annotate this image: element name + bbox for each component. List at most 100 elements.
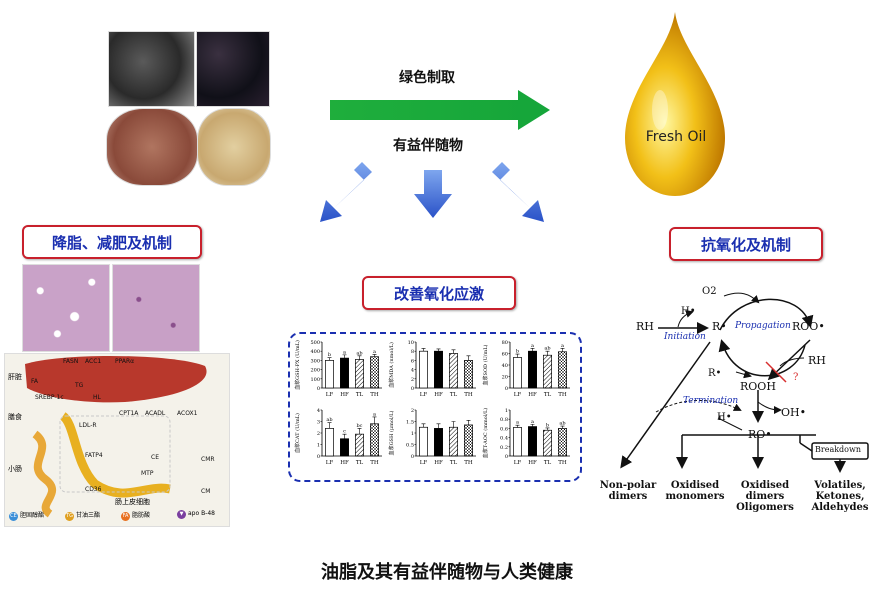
significance-letter: a [373, 349, 376, 355]
error-bar [342, 433, 347, 439]
bar [528, 350, 537, 389]
x-tick-label: TL [544, 392, 552, 398]
x-tick-label: LF [326, 392, 334, 398]
x-tick-label: TL [544, 460, 552, 466]
green-arrow [330, 90, 550, 130]
y-tick-label: 0.6 [500, 426, 508, 432]
y-tick-label: 0 [317, 454, 320, 460]
bar [528, 426, 537, 457]
breakdown-label: Breakdown [815, 445, 861, 454]
oxidation-mechanism [620, 292, 869, 473]
y-axis-label: 血浆SOD (U/mL) [482, 344, 489, 385]
rooh-label: ROOH [740, 380, 776, 393]
error-bar [421, 348, 426, 352]
error-bar [451, 349, 456, 354]
liver-diagram-label: ACADL [145, 410, 166, 417]
bar [513, 357, 522, 389]
error-bar [436, 423, 441, 429]
bar [449, 426, 458, 457]
error-bar [421, 423, 426, 428]
x-tick-label: TH [464, 392, 473, 398]
y-tick-label: 500 [310, 340, 320, 346]
significance-letter: ab [544, 346, 550, 352]
significance-letter: a [373, 411, 376, 417]
y-tick-label: 1 [505, 408, 508, 414]
bar [370, 423, 379, 457]
bar-chart-6: 血浆T-AOC (mmol/L)00.20.40.60.81aLFaHFbTLa… [482, 408, 570, 466]
o2-label: O2 [702, 286, 717, 297]
x-tick-label: HF [434, 392, 443, 398]
y-tick-label: 2 [317, 431, 320, 437]
bar [419, 426, 428, 457]
x-tick-label: HF [528, 460, 537, 466]
significance-letter: a [516, 420, 519, 426]
y-tick-label: 60 [502, 352, 508, 358]
bar-chart-1: 血浆GSH-PX (U/mL)0100200300400500bLFaHFabT… [294, 340, 382, 398]
liver-diagram-label: CE [151, 454, 159, 461]
error-bar [372, 354, 377, 357]
liver-diagram-label: CMR [201, 456, 215, 463]
y-axis-label: 血浆GSH (μmol/L) [388, 411, 395, 456]
bar [558, 351, 567, 389]
bar [543, 354, 552, 389]
y-tick-label: 40 [502, 363, 508, 369]
bar [558, 428, 567, 457]
liver-legend-item: ▼apo B-48 [177, 510, 215, 519]
bar [340, 357, 349, 389]
significance-letter: a [531, 419, 534, 425]
y-tick-label: 1 [317, 443, 320, 449]
x-tick-label: TL [450, 392, 458, 398]
liver-diagram-label: HL [93, 394, 101, 401]
oil-drop [625, 12, 725, 196]
bar [355, 359, 364, 389]
x-tick-label: TH [558, 392, 567, 398]
y-axis-label: 血浆MDA (nmol/L) [388, 342, 395, 388]
oxidative-stress-tag: 改善氧化应激 [362, 276, 516, 310]
y-tick-label: 200 [310, 368, 320, 374]
bar [340, 438, 349, 457]
x-tick-label: TL [450, 460, 458, 466]
liver-diagram-label: FATP4 [85, 452, 103, 459]
bar [543, 429, 552, 457]
x-tick-label: HF [528, 392, 537, 398]
y-axis-label: 血浆GSH-PX (U/mL) [294, 340, 301, 390]
x-tick-label: TH [370, 460, 379, 466]
y-tick-label: 0 [505, 386, 508, 392]
ro-dot-label: RO• [748, 428, 772, 441]
beneficial-companion-label: 有益伴随物 [393, 138, 463, 154]
error-bar [560, 425, 565, 429]
liver-diagram-label: FASN [63, 358, 79, 365]
liver-diagram-label: TG [75, 382, 84, 389]
intestine-label: 小肠 [8, 465, 22, 473]
initiation-label: Initiation [664, 332, 706, 342]
intake-label: 膳食 [8, 413, 22, 421]
error-bar [530, 348, 535, 352]
y-tick-label: 10 [408, 340, 414, 346]
propagation-label: Propagation [735, 321, 791, 331]
y-tick-label: 4 [317, 408, 320, 414]
bar [325, 360, 334, 389]
y-tick-label: 0.8 [500, 417, 508, 423]
y-tick-label: 3 [317, 420, 320, 426]
bar [419, 350, 428, 389]
y-tick-label: 20 [502, 375, 508, 381]
x-tick-label: LF [514, 460, 522, 466]
blue-arrow-left [320, 162, 372, 222]
significance-letter: b [516, 349, 519, 355]
y-tick-label: 0.5 [406, 443, 414, 449]
significance-letter: ab [559, 421, 565, 427]
enterocyte-label: 肠上皮细胞 [115, 498, 150, 506]
termination-label: Termination [683, 396, 739, 406]
black-seed-photo [196, 31, 270, 107]
significance-letter: a [343, 349, 346, 355]
liver-diagram-label: MTP [141, 470, 154, 477]
error-bar [515, 353, 520, 358]
y-tick-label: 300 [310, 358, 320, 364]
rh-right-label: RH [808, 354, 826, 367]
liver-diagram-label: FA [31, 378, 39, 385]
